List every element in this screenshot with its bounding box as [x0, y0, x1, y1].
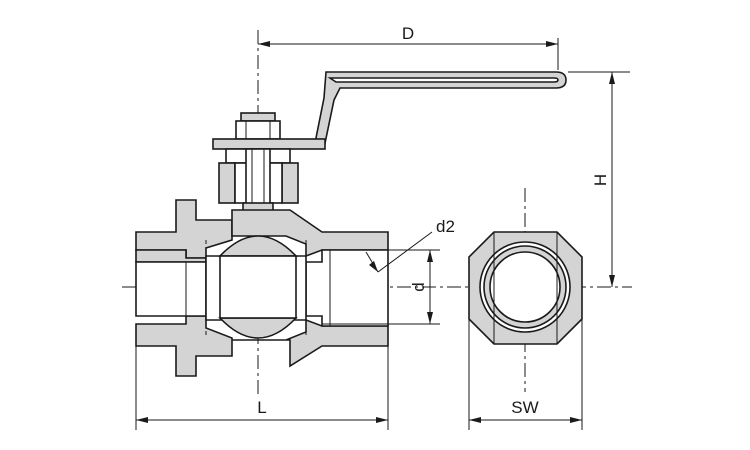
dimension-L: L — [135, 346, 389, 430]
dim-label-d2: d2 — [436, 217, 455, 236]
dim-label-L: L — [257, 398, 266, 417]
lever-handle — [313, 71, 567, 149]
dimension-SW: SW — [468, 319, 583, 430]
dimension-H: H — [568, 71, 630, 287]
stem-nut — [212, 112, 326, 150]
dim-label-H: H — [591, 174, 610, 186]
dimension-d2: d2 — [365, 217, 455, 273]
dimension-D: D — [258, 24, 559, 70]
valve-body-upper — [135, 199, 389, 263]
ball — [205, 235, 307, 339]
dim-label-D: D — [402, 24, 414, 43]
end-view — [468, 231, 583, 345]
dimension-d: d — [322, 249, 440, 325]
dim-label-SW: SW — [511, 398, 538, 417]
dim-label-d: d — [409, 282, 428, 291]
